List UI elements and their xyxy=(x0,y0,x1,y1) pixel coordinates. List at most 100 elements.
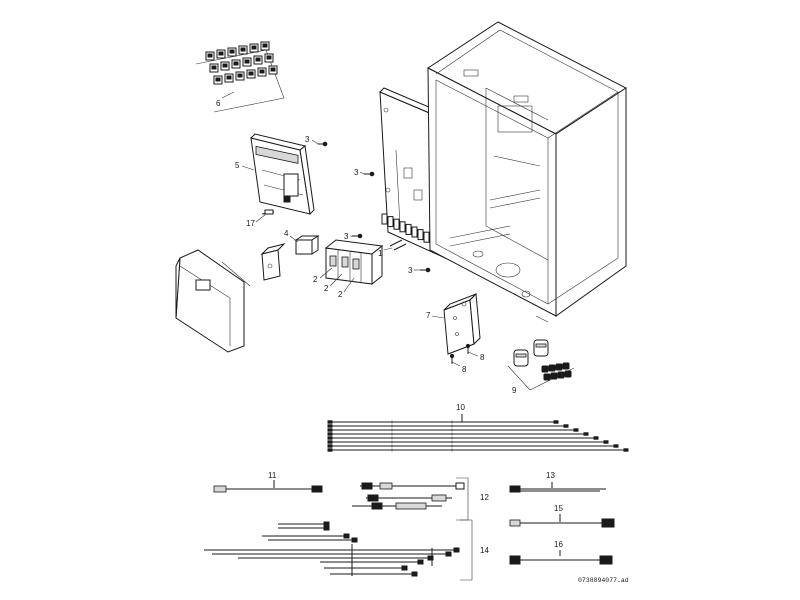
cable-end xyxy=(327,436,333,440)
callout-3a: 3 xyxy=(305,135,310,144)
mounting-bracket xyxy=(260,243,286,281)
part-4-relay xyxy=(294,235,320,255)
callout-9: 9 xyxy=(512,386,517,395)
terminal-block-slot xyxy=(248,71,254,76)
callout-8b: 8 xyxy=(462,365,467,374)
plate-terminal xyxy=(405,223,412,235)
cable-end xyxy=(327,420,333,424)
callout-2c: 2 xyxy=(338,290,343,299)
callout-7: 7 xyxy=(426,311,431,320)
gland-nut xyxy=(562,362,570,370)
part-1-pins xyxy=(389,239,407,251)
cable-end xyxy=(327,440,333,444)
document-code: 0738894077.ad xyxy=(578,577,629,584)
part-15-cable xyxy=(509,514,615,528)
harness-connector xyxy=(417,559,424,565)
cable-end xyxy=(327,432,333,436)
callout-5: 5 xyxy=(235,161,240,170)
terminal-block-slot xyxy=(240,47,246,52)
gland-nut xyxy=(564,370,572,378)
cable-end xyxy=(327,444,333,448)
part-5-control-board xyxy=(250,133,315,216)
callout-1: 1 xyxy=(378,249,383,258)
gland-nut xyxy=(557,371,565,379)
cable-end xyxy=(553,420,559,424)
cable-end xyxy=(593,436,599,440)
harness-connector xyxy=(343,533,350,539)
cable-end xyxy=(327,424,333,428)
cable-end xyxy=(613,444,619,448)
part-7-bracket xyxy=(443,292,481,355)
plate-terminal xyxy=(411,226,418,238)
callout-14: 14 xyxy=(480,546,489,555)
gland-nut xyxy=(548,364,556,372)
harness-connector xyxy=(351,537,358,543)
terminal-block-slot xyxy=(270,67,276,72)
plate-terminal xyxy=(393,218,400,230)
housing-cover xyxy=(175,249,251,353)
harness-connector xyxy=(411,571,418,577)
callout-10: 10 xyxy=(456,403,465,412)
terminal-block-slot xyxy=(259,69,265,74)
callout-3b: 3 xyxy=(354,168,359,177)
terminal-block-slot xyxy=(222,63,228,68)
terminal-block-slot xyxy=(215,77,221,82)
callout-17: 17 xyxy=(246,219,255,228)
callout-leaders xyxy=(221,91,479,367)
cable-end xyxy=(623,448,629,452)
callout-4: 4 xyxy=(284,229,289,238)
cable-end xyxy=(573,428,579,432)
part-14-wiring-harness xyxy=(204,519,473,581)
callout-3d: 3 xyxy=(408,266,413,275)
callout-3c: 3 xyxy=(344,232,349,241)
terminal-block-slot xyxy=(207,53,213,58)
part-12-cable-set xyxy=(352,477,469,521)
callout-6: 6 xyxy=(216,99,221,108)
callout-labels: 1 2 2 2 3 3 3 3 4 5 6 7 8 8 9 10 11 12 1… xyxy=(216,99,563,555)
part-2-terminal-module xyxy=(324,239,384,286)
terminal-block-slot xyxy=(237,73,243,78)
plate-terminal xyxy=(381,213,388,225)
callout-2a: 2 xyxy=(313,275,318,284)
terminal-block-slot xyxy=(266,55,272,60)
cable-end xyxy=(603,440,609,444)
part-3-screws xyxy=(318,141,431,273)
terminal-block-slot xyxy=(218,51,224,56)
cable-end xyxy=(563,424,569,428)
callout-13: 13 xyxy=(546,471,555,480)
cable-end xyxy=(583,432,589,436)
harness-connector xyxy=(323,525,330,531)
terminal-block-slot xyxy=(244,59,250,64)
terminal-block-slot xyxy=(233,61,239,66)
terminal-block-slot xyxy=(226,75,232,80)
cable-end xyxy=(327,448,333,452)
plate-terminal xyxy=(417,229,424,241)
harness-connector xyxy=(453,547,460,553)
terminal-block-slot xyxy=(229,49,235,54)
cable-end xyxy=(327,428,333,432)
callout-8a: 8 xyxy=(480,353,485,362)
callout-12: 12 xyxy=(480,493,489,502)
part-10-cable-bundle xyxy=(327,414,629,452)
gland-nut xyxy=(541,365,549,373)
callout-15: 15 xyxy=(554,504,563,513)
callout-2b: 2 xyxy=(324,284,329,293)
gland-nut xyxy=(555,363,563,371)
terminal-block-slot xyxy=(251,45,257,50)
terminal-block-slot xyxy=(211,65,217,70)
harness-connector xyxy=(323,521,330,527)
plate-terminal xyxy=(399,221,406,233)
harness-connector xyxy=(401,565,408,571)
part-11-cable xyxy=(213,480,323,493)
part-9-cable-glands xyxy=(507,339,575,391)
part-6-terminal-blocks xyxy=(195,41,285,113)
plate-terminal xyxy=(387,216,394,228)
gland-nut xyxy=(543,373,551,381)
part-8-screws xyxy=(449,343,471,364)
harness-connector xyxy=(427,555,434,561)
callout-16: 16 xyxy=(554,540,563,549)
part-16-cable xyxy=(509,550,613,565)
part-17-pin xyxy=(261,209,275,215)
main-housing xyxy=(427,21,627,323)
